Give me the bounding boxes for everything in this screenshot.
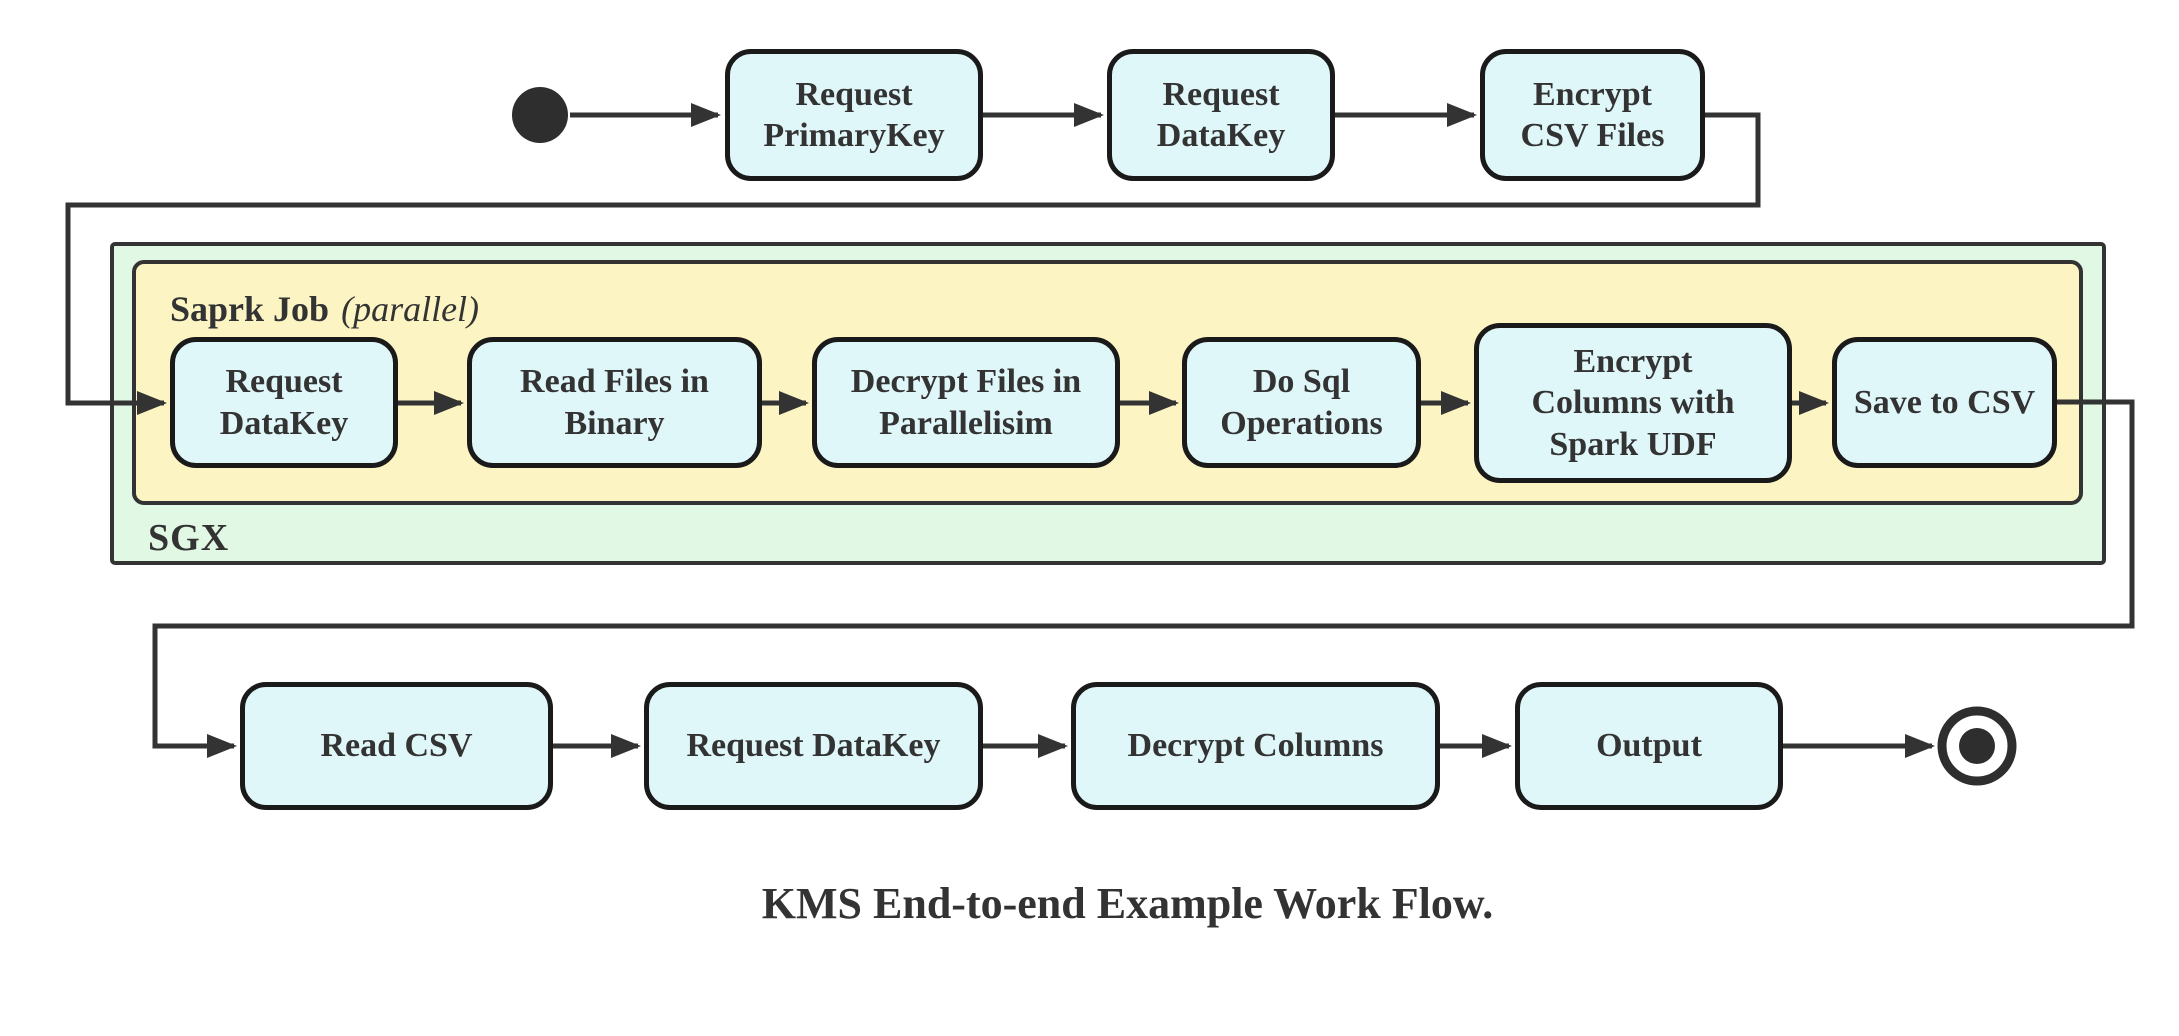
node-label: Decrypt Files in Parallelisim (850, 363, 1082, 442)
node-output: Output (1515, 682, 1783, 810)
node-request-datakey-sgx: Request DataKey (170, 337, 398, 468)
spark-job-label: Saprk Job (parallel) (170, 288, 479, 330)
node-read-csv: Read CSV (240, 682, 553, 810)
node-label: Do Sql Operations (1220, 363, 1383, 442)
sgx-label: SGX (148, 517, 230, 559)
node-decrypt-columns: Decrypt Columns (1071, 682, 1440, 810)
node-label: Output (1596, 727, 1702, 765)
node-request-datakey-top: Request DataKey (1107, 49, 1335, 181)
node-label: Request DataKey (686, 727, 941, 765)
spark-job-label-parallel: (parallel) (341, 289, 480, 329)
node-label: Encrypt CSV Files (1520, 75, 1665, 154)
start-state-icon (512, 87, 568, 143)
node-decrypt-files-parallelisim: Decrypt Files in Parallelisim (812, 337, 1120, 468)
node-read-files-binary: Read Files in Binary (467, 337, 762, 468)
edge-save-csv-to-read-csv (152, 399, 2135, 758)
node-label: Read CSV (320, 727, 473, 765)
node-label: Request DataKey (219, 363, 349, 442)
node-label: Save to CSV (1853, 383, 2036, 421)
node-save-to-csv: Save to CSV (1832, 337, 2057, 468)
node-encrypt-csv-files: Encrypt CSV Files (1480, 49, 1705, 181)
node-encrypt-columns-spark-udf: Encrypt Columns with Spark UDF (1474, 323, 1792, 483)
node-label: Encrypt Columns with Spark UDF (1531, 342, 1735, 463)
node-label: Decrypt Columns (1127, 727, 1384, 765)
edge-encrypt-csv-to-sgx-request-datakey (65, 112, 1761, 415)
node-request-primarykey: Request PrimaryKey (725, 49, 983, 181)
spark-job-label-title: Saprk Job (170, 289, 330, 329)
diagram-caption: KMS End-to-end Example Work Flow. (761, 879, 1494, 928)
node-label: Request DataKey (1156, 75, 1286, 154)
node-request-datakey-bottom: Request DataKey (644, 682, 983, 810)
node-label: Read Files in Binary (520, 363, 709, 442)
node-do-sql-operations: Do Sql Operations (1182, 337, 1421, 468)
node-label: Request PrimaryKey (763, 75, 945, 154)
final-state-icon (1937, 706, 2017, 786)
